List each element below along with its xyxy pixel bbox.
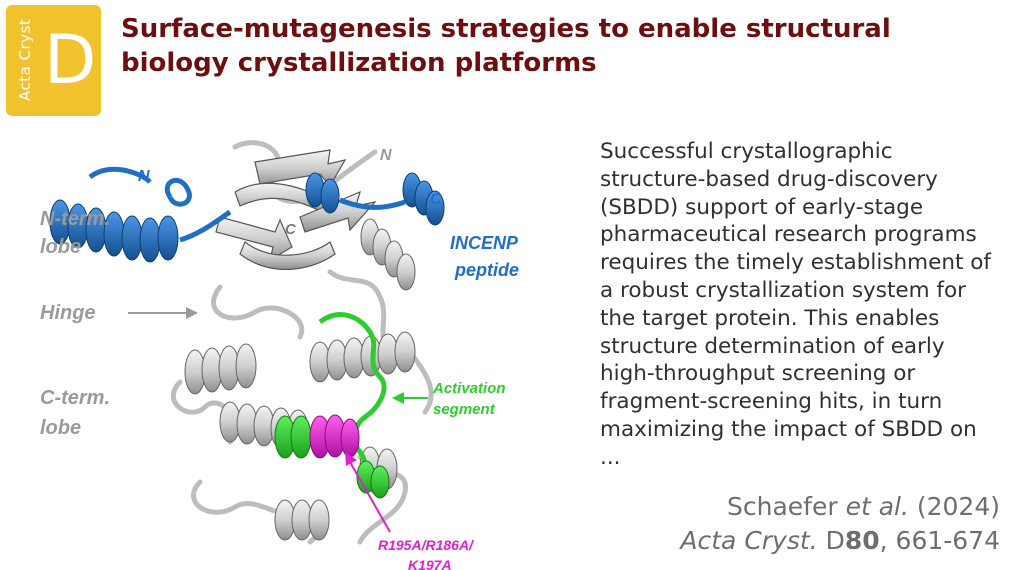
c-term-lobe-label-line1: C-term. xyxy=(40,387,110,409)
n-lobe-helix xyxy=(360,218,416,291)
logo-section-letter: D xyxy=(44,21,97,100)
n-term-lobe-label-line2: lobe xyxy=(40,236,81,258)
citation: Schaefer et al. (2024) Acta Cryst. D80, … xyxy=(680,490,1000,558)
citation-section: D xyxy=(817,526,845,555)
logo-journal-name: Acta Cryst xyxy=(16,18,34,101)
citation-journal: Acta Cryst. xyxy=(680,526,818,555)
citation-authors: Schaefer xyxy=(727,492,846,521)
page-title: Surface-mutagenesis strategies to enable… xyxy=(121,14,891,78)
c-term-lobe-label-line2: lobe xyxy=(40,417,81,439)
citation-authors-line: Schaefer et al. (2024) xyxy=(680,490,1000,524)
kinase-n-terminus-label: N xyxy=(380,147,392,164)
n-term-lobe-label-line1: N-term. xyxy=(40,208,110,230)
incenp-label-line2: peptide xyxy=(454,260,519,280)
activation-arrow xyxy=(392,392,428,404)
hinge-label: Hinge xyxy=(40,302,96,324)
incenp-peptide-structure xyxy=(49,166,445,263)
incenp-c-terminus-label: C xyxy=(430,191,442,208)
abstract-text: Successful crystallographic structure-ba… xyxy=(600,139,991,470)
incenp-label-line1: INCENP xyxy=(450,233,519,253)
activation-label-line1: Activation xyxy=(432,380,506,397)
kinase-c-terminus-label: C xyxy=(285,221,297,238)
citation-journal-line: Acta Cryst. D80, 661-674 xyxy=(680,524,1000,558)
mutation-label-line1: R195A/R186A/ xyxy=(378,537,475,553)
citation-pages: , 661-674 xyxy=(879,526,1000,555)
activation-segment-structure xyxy=(274,312,390,499)
hinge-arrow xyxy=(128,307,198,319)
citation-year: (2024) xyxy=(908,492,1000,521)
citation-volume: 80 xyxy=(844,526,880,555)
protein-structure-figure: N-term. lobe Hinge C-term. lobe INCENP p… xyxy=(40,140,519,570)
incenp-n-terminus-label: N xyxy=(138,168,150,185)
journal-logo: Acta Cryst D xyxy=(6,5,101,116)
n-lobe-beta-sheet xyxy=(215,149,377,271)
mutation-label-line2: K197A xyxy=(408,557,452,570)
activation-label-line2: segment xyxy=(433,401,496,418)
mutation-arrow xyxy=(345,452,391,533)
mutation-residues xyxy=(309,414,360,459)
citation-et-al: et al. xyxy=(845,492,909,521)
